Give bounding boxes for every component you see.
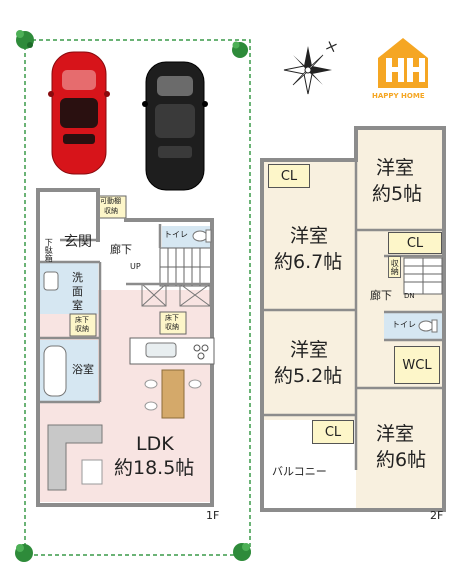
ldk-size-label: 約18.5帖 [114, 457, 195, 479]
underfloor-a-label-1: 床下 [75, 316, 89, 324]
underfloor-b-label-2: 収納 [165, 323, 179, 331]
entrance-label: 玄関 [64, 234, 92, 250]
car-red-icon [48, 51, 110, 175]
floor-1f-label: 1F [206, 509, 220, 522]
bathroom-label: 浴室 [72, 363, 94, 376]
closet-2f-c: CL [312, 420, 354, 444]
tree-icon [15, 30, 251, 562]
ldk-name-label: LDK [136, 433, 174, 455]
hallway-1f-label: 廊下 [110, 243, 132, 256]
compass-icon [283, 41, 337, 95]
room-c-name: 洋室 [290, 339, 329, 361]
balcony-label: バルコニー [272, 465, 327, 478]
walk-in-closet: WCL [394, 346, 440, 384]
floor-2f-label: 2F [430, 509, 444, 522]
happy-home-logo [378, 38, 428, 88]
lot-boundary [24, 39, 251, 556]
room-d-size: 約6帖 [376, 449, 427, 471]
movable-storage-label-1: 可動棚 [100, 197, 121, 205]
toilet-1f-label: トイレ [164, 230, 188, 239]
stairs-2f [403, 257, 443, 295]
shoe-storage-label: 下駄箱 [44, 238, 54, 262]
stairs-up-label: UP [130, 262, 141, 271]
washroom-label-3: 室 [72, 299, 83, 312]
room-a-name: 洋室 [290, 225, 329, 247]
washroom-label-2: 面 [72, 285, 83, 298]
room-b-size: 約5帖 [372, 183, 423, 205]
underfloor-a-label-2: 収納 [75, 325, 89, 333]
room-d-name: 洋室 [376, 423, 415, 445]
room-b-name: 洋室 [376, 157, 415, 179]
brand-name: HAPPY HOME [372, 92, 425, 100]
stairs-down-label: DN [404, 292, 415, 300]
toilet-2f-label: トイレ [392, 320, 416, 329]
closet-2f-b: CL [388, 232, 442, 254]
car-black-icon [142, 61, 208, 191]
movable-storage-label-2: 収納 [104, 207, 118, 215]
room-c-size: 約5.2帖 [274, 365, 343, 387]
hallway-2f-label: 廊下 [370, 289, 392, 302]
room-a-size: 約6.7帖 [274, 251, 343, 273]
sofa-icon [47, 424, 103, 491]
washroom-label-1: 洗 [72, 271, 83, 284]
stairs-1f [159, 247, 213, 287]
closet-2f-a: CL [268, 164, 310, 188]
storage-2f-label: 収納 [388, 256, 402, 278]
underfloor-b-label-1: 床下 [165, 314, 179, 322]
